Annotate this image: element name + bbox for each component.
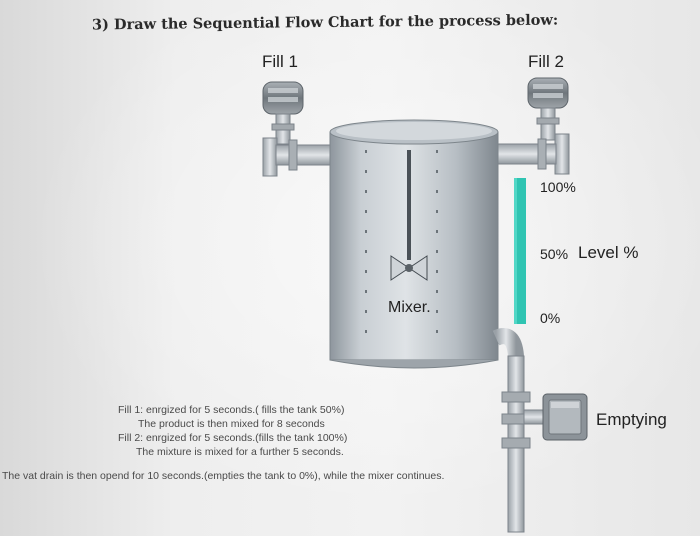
description-line: Fill 1: enrgized for 5 seconds.( fills t… <box>118 404 345 416</box>
level-0-label: 0% <box>540 310 561 326</box>
drain-valve <box>542 393 588 441</box>
mixer-agitator <box>390 150 428 281</box>
mixer-label: Mixer. <box>388 299 431 316</box>
drain-pipe <box>492 328 545 533</box>
description-line: Fill 2: enrgized for 5 seconds.(fills th… <box>118 432 348 444</box>
vat-tank <box>329 119 499 369</box>
level-title-label: Level % <box>578 243 639 262</box>
fill1-label: Fill 1 <box>262 52 298 71</box>
level-indicator <box>514 178 526 324</box>
description-line: The mixture is mixed for a further 5 sec… <box>136 446 344 458</box>
level-100-label: 100% <box>540 179 576 195</box>
description-line: The vat drain is then opend for 10 secon… <box>2 470 445 482</box>
level-50-label: 50% <box>540 246 569 262</box>
fill2-valve <box>497 77 570 175</box>
description-line: The product is then mixed for 8 seconds <box>138 418 325 430</box>
fill1-valve <box>262 81 333 177</box>
fill2-label: Fill 2 <box>528 52 564 71</box>
emptying-label: Emptying <box>596 410 667 429</box>
